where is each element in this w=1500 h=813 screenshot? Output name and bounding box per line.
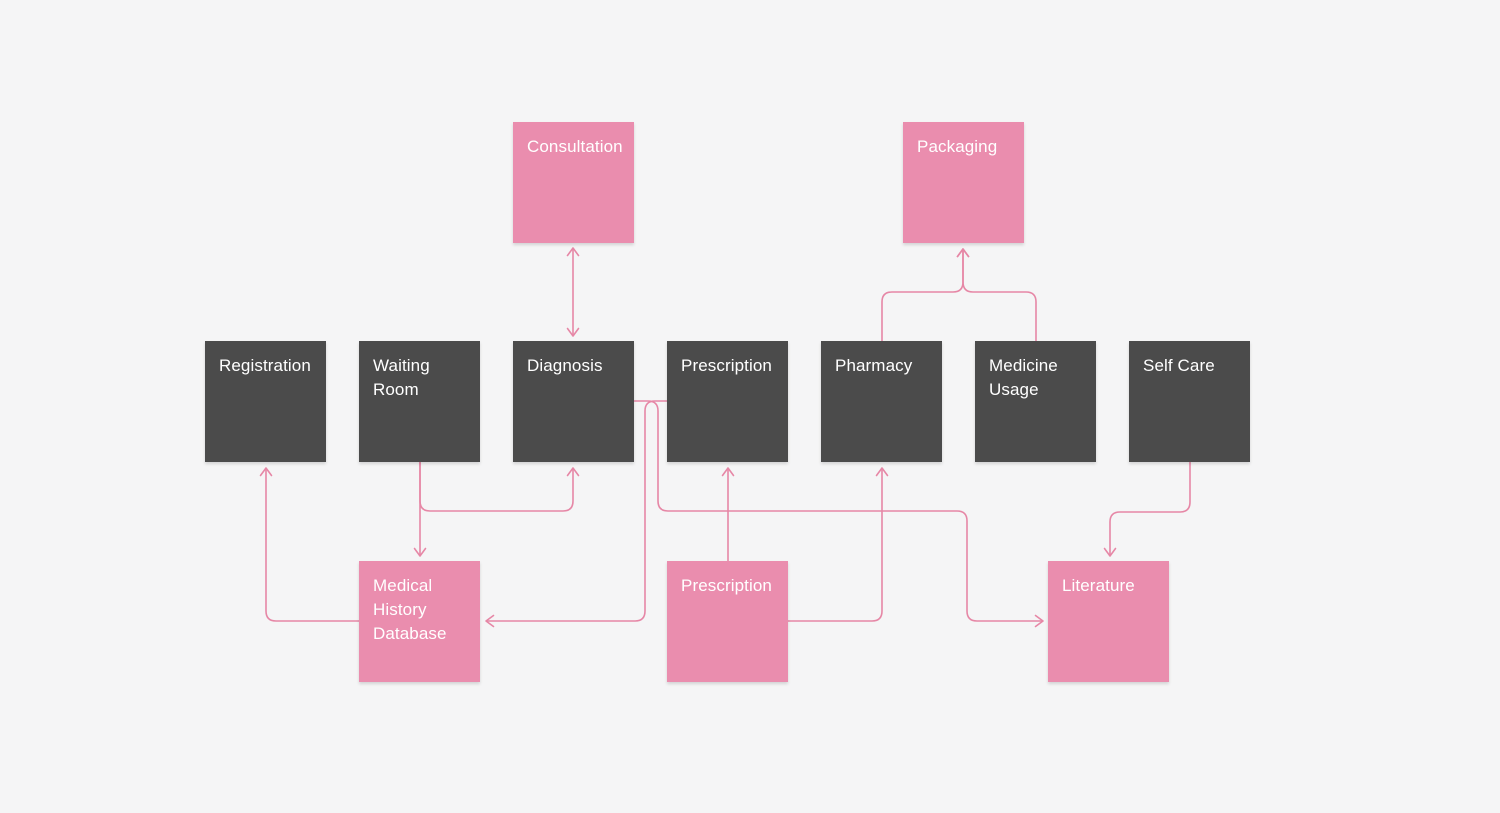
node-label: Prescription — [681, 576, 772, 595]
node-self-care[interactable]: Self Care — [1129, 341, 1250, 462]
edge-prescription-to-medical-history-database[interactable] — [485, 400, 667, 628]
edge-self-care-to-literature[interactable] — [1103, 462, 1191, 557]
node-consultation[interactable]: Consultation — [513, 122, 634, 243]
node-medical-history-database[interactable]: Medical History Database — [359, 561, 480, 682]
node-prescription[interactable]: Prescription — [667, 341, 788, 462]
node-label: Medical History Database — [373, 576, 447, 643]
edge-medical-history-database-to-registration[interactable] — [259, 467, 359, 622]
edge-diagnosis-to-literature[interactable] — [634, 400, 1044, 628]
node-waiting-room[interactable]: Waiting Room — [359, 341, 480, 462]
node-medicine-usage[interactable]: Medicine Usage — [975, 341, 1096, 462]
node-pharmacy[interactable]: Pharmacy — [821, 341, 942, 462]
node-label: Packaging — [917, 137, 998, 156]
node-registration[interactable]: Registration — [205, 341, 326, 462]
node-label: Literature — [1062, 576, 1135, 595]
edge-pharmacy-to-packaging[interactable] — [881, 248, 970, 341]
node-packaging[interactable]: Packaging — [903, 122, 1024, 243]
node-label: Pharmacy — [835, 356, 913, 375]
node-label: Diagnosis — [527, 356, 603, 375]
edge-medicine-usage-to-packaging[interactable] — [956, 248, 1037, 341]
node-label: Consultation — [527, 137, 623, 156]
edge-waiting-room-to-diagnosis[interactable] — [419, 462, 580, 512]
node-label: Medicine Usage — [989, 356, 1058, 399]
node-diagnosis[interactable]: Diagnosis — [513, 341, 634, 462]
node-label: Prescription — [681, 356, 772, 375]
node-label: Self Care — [1143, 356, 1215, 375]
node-prescription-order[interactable]: Prescription — [667, 561, 788, 682]
node-literature[interactable]: Literature — [1048, 561, 1169, 682]
node-label: Registration — [219, 356, 311, 375]
node-label: Waiting Room — [373, 356, 430, 399]
edge-prescription-order-to-pharmacy[interactable] — [788, 467, 889, 622]
